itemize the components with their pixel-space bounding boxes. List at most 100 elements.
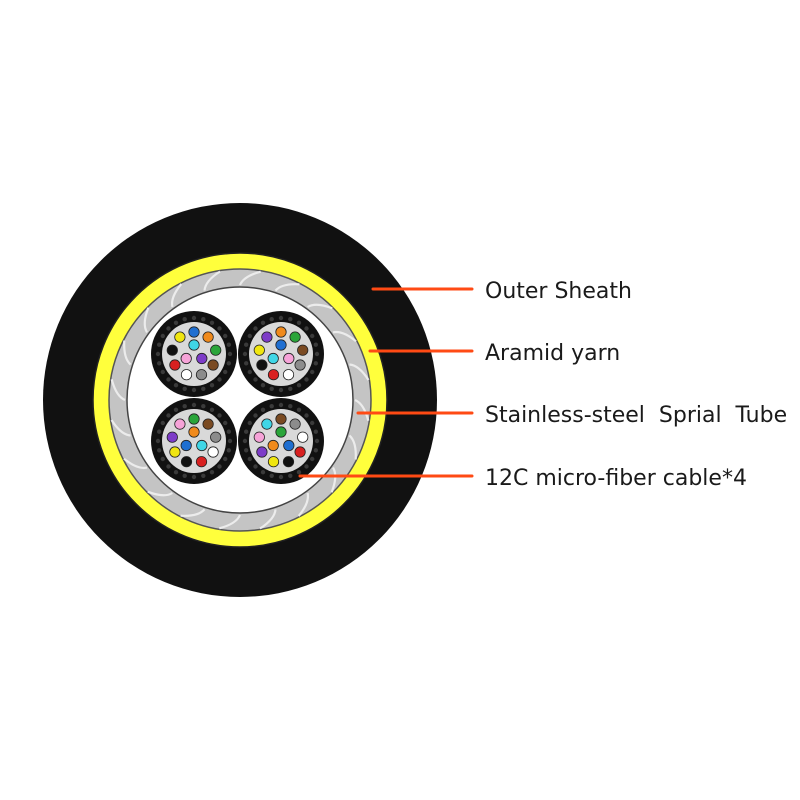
jacket-texture bbox=[226, 429, 231, 434]
spiral-mark bbox=[349, 363, 370, 381]
spiral-mark bbox=[274, 283, 300, 292]
jacket-texture bbox=[217, 413, 222, 418]
jacket-texture bbox=[288, 386, 293, 391]
optical-fiber bbox=[267, 352, 279, 365]
optical-fiber bbox=[275, 326, 287, 338]
jacket-texture bbox=[201, 473, 206, 478]
jacket-texture bbox=[260, 383, 266, 388]
jacket-texture bbox=[217, 464, 222, 469]
jacket-texture bbox=[182, 386, 187, 391]
optical-fiber bbox=[282, 456, 295, 468]
label-outer-sheath: Outer Sheath bbox=[485, 279, 632, 304]
jacket-texture bbox=[182, 404, 187, 409]
spiral-mark bbox=[123, 457, 148, 470]
optical-fiber bbox=[207, 359, 219, 371]
optical-fiber bbox=[267, 439, 279, 452]
cable-core bbox=[126, 286, 354, 514]
jacket-texture bbox=[191, 402, 197, 408]
jacket-texture bbox=[313, 429, 318, 434]
jacket-texture bbox=[247, 369, 252, 375]
jacket-texture bbox=[166, 464, 171, 469]
jacket-texture bbox=[314, 438, 320, 444]
jacket-texture bbox=[173, 383, 179, 388]
jacket-texture bbox=[201, 404, 206, 409]
jacket-texture bbox=[223, 369, 228, 375]
jacket-texture bbox=[173, 407, 179, 412]
optical-fiber bbox=[253, 431, 265, 443]
optical-fiber bbox=[283, 439, 295, 452]
leader-lines bbox=[298, 287, 474, 478]
cable-cross-section bbox=[43, 203, 437, 597]
spiral-mark bbox=[110, 379, 126, 402]
jacket-texture bbox=[313, 448, 318, 453]
spiral-mark bbox=[348, 434, 357, 460]
spiral-mark bbox=[259, 509, 277, 530]
jacket-texture bbox=[226, 361, 231, 366]
jacket-texture bbox=[191, 315, 197, 321]
spiral-mark bbox=[354, 398, 370, 421]
jacket-texture bbox=[296, 320, 302, 325]
optical-fiber bbox=[294, 446, 306, 458]
spiral-mark bbox=[332, 330, 357, 343]
jacket-texture bbox=[191, 474, 197, 480]
micro-fiber-cable bbox=[238, 398, 324, 484]
optical-fiber bbox=[261, 331, 273, 343]
jacket-texture bbox=[313, 342, 318, 347]
optical-fiber bbox=[256, 359, 268, 371]
spiral-mark bbox=[110, 419, 131, 437]
optical-fiber bbox=[202, 418, 214, 430]
jacket-texture bbox=[217, 326, 222, 331]
jacket-texture bbox=[157, 448, 162, 453]
micro-fiber-cable bbox=[151, 398, 237, 484]
jacket-texture bbox=[160, 456, 165, 462]
jacket-texture bbox=[223, 420, 228, 426]
optical-fiber bbox=[166, 344, 178, 356]
optical-fiber bbox=[180, 456, 193, 468]
jacket-texture bbox=[278, 402, 284, 408]
spiral-mark bbox=[297, 492, 310, 517]
jacket-texture bbox=[209, 383, 215, 388]
jacket-texture bbox=[160, 333, 165, 339]
jacket-texture bbox=[304, 326, 309, 331]
jacket-texture bbox=[269, 386, 274, 391]
optical-fiber bbox=[283, 352, 295, 365]
jacket-texture bbox=[247, 420, 252, 426]
jacket-texture bbox=[182, 317, 187, 322]
jacket-texture bbox=[155, 351, 161, 357]
jacket-texture bbox=[296, 383, 302, 388]
optical-fiber bbox=[169, 446, 181, 458]
jacket-texture bbox=[253, 464, 258, 469]
jacket-texture bbox=[296, 407, 302, 412]
jacket-texture bbox=[314, 351, 320, 357]
optical-fiber bbox=[289, 418, 301, 430]
jacket-texture bbox=[304, 413, 309, 418]
micro-fiber-cable bbox=[238, 311, 324, 397]
optical-fiber bbox=[267, 456, 280, 468]
jacket-texture bbox=[310, 369, 315, 375]
jacket-texture bbox=[244, 342, 249, 347]
optical-fiber bbox=[210, 344, 222, 356]
jacket-texture bbox=[226, 342, 231, 347]
optical-fiber bbox=[294, 359, 306, 371]
spiral-mark bbox=[143, 307, 150, 333]
jacket-texture bbox=[260, 320, 266, 325]
jacket-texture bbox=[310, 420, 315, 426]
jacket-texture bbox=[247, 333, 252, 339]
optical-fiber bbox=[210, 431, 222, 443]
optical-fiber bbox=[207, 446, 219, 458]
micro-fiber-cable bbox=[151, 311, 237, 397]
jacket-texture bbox=[260, 470, 266, 475]
optical-fiber bbox=[174, 418, 186, 430]
jacket-texture bbox=[157, 342, 162, 347]
optical-fiber bbox=[275, 426, 287, 438]
jacket-texture bbox=[182, 473, 187, 478]
jacket-texture bbox=[288, 317, 293, 322]
optical-fiber bbox=[188, 426, 200, 438]
jacket-texture bbox=[278, 315, 284, 321]
jacket-texture bbox=[160, 420, 165, 426]
jacket-texture bbox=[244, 429, 249, 434]
jacket-texture bbox=[269, 404, 274, 409]
optical-fiber bbox=[267, 369, 280, 381]
jacket-texture bbox=[166, 326, 171, 331]
jacket-texture bbox=[278, 474, 284, 480]
